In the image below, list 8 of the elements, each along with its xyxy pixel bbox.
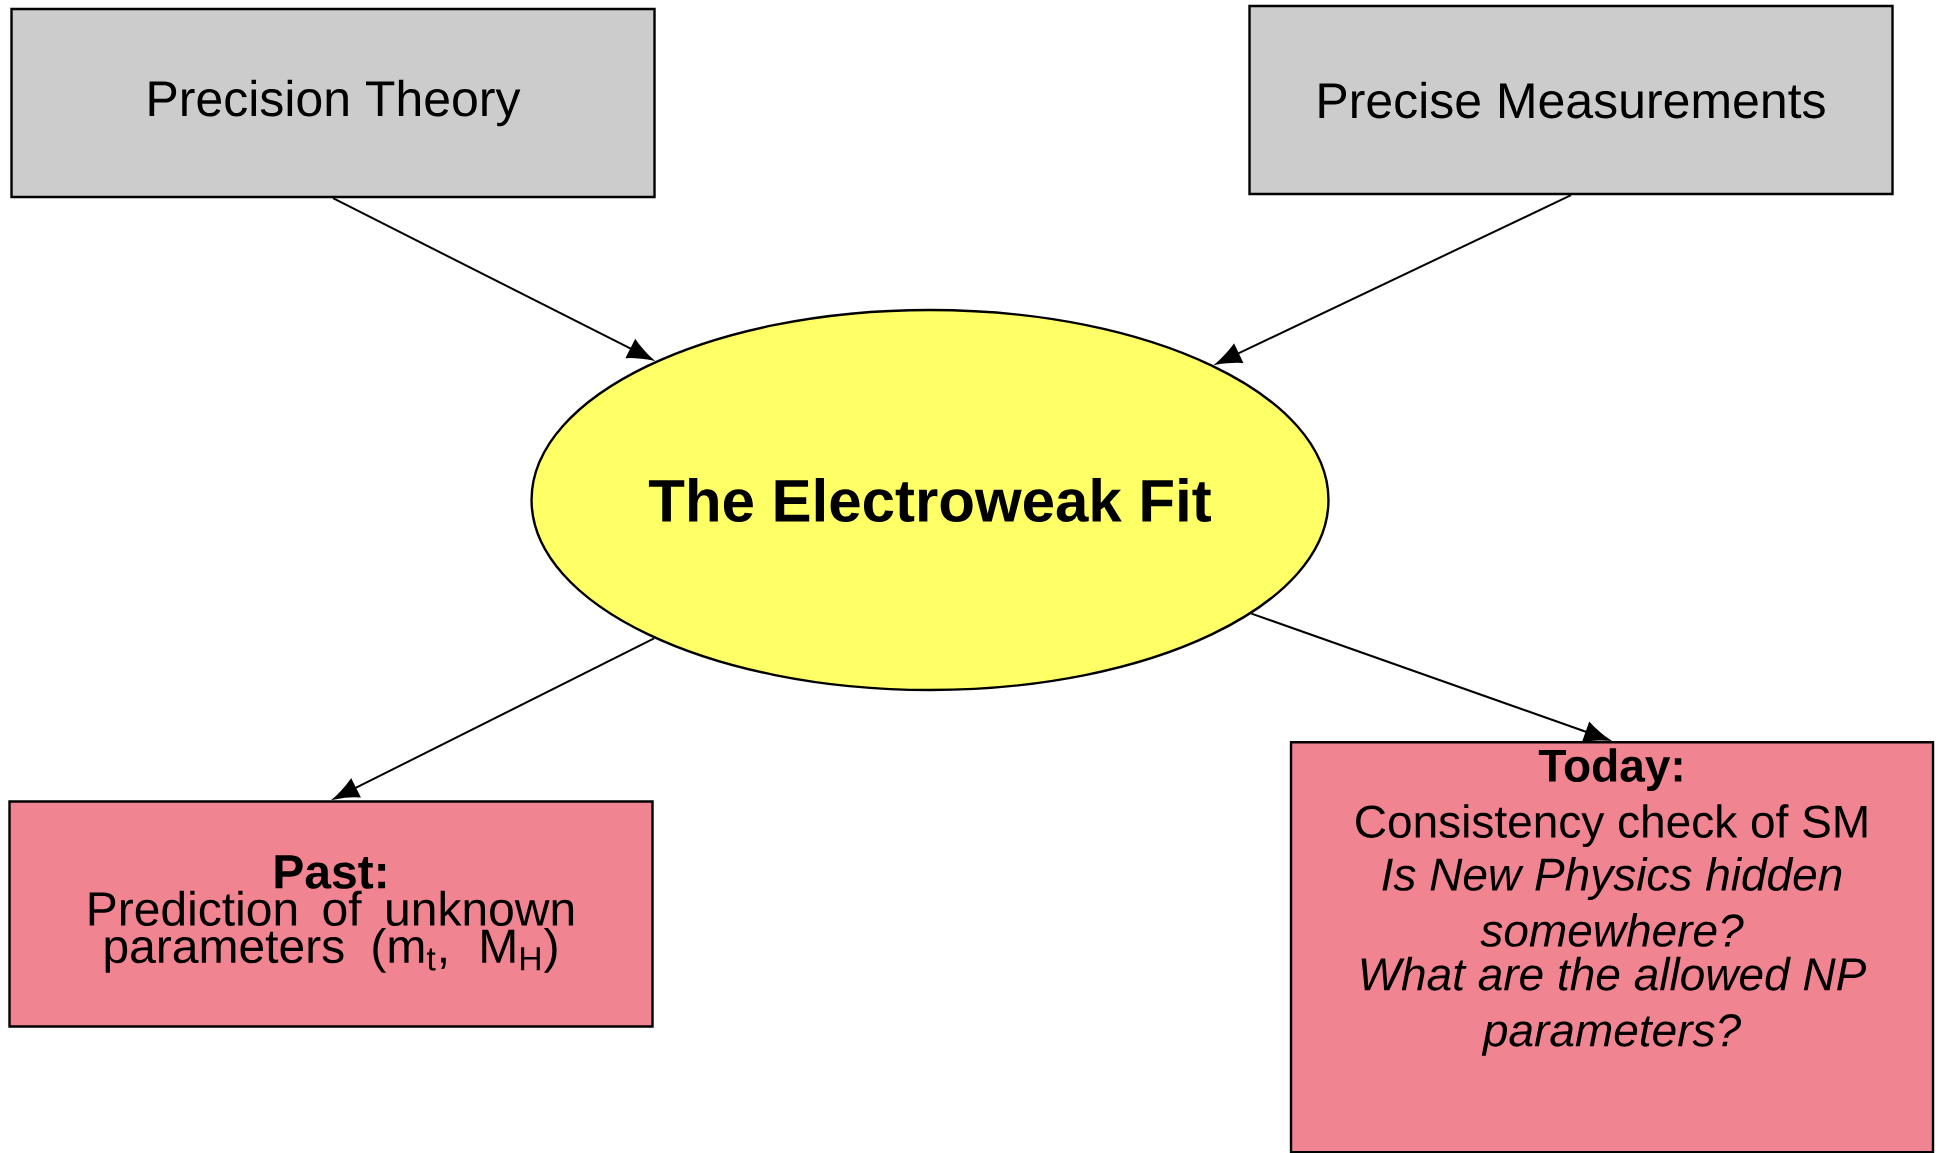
arrow [332, 197, 653, 361]
input-box: Precision Theory [10, 7, 656, 199]
arrow [1250, 612, 1610, 742]
result-box: Past: Prediction of unknown parameters (m$_{t}$, M$_{H}$) [8, 800, 654, 1028]
arrow [333, 637, 656, 800]
input-box: Precise Measurements [1248, 4, 1894, 196]
result-box: Today: Consistency check of SM Is New Physics hidden somewhere? What are the allowed NP parameters? [1289, 741, 1935, 1153]
arrow [1216, 194, 1572, 365]
